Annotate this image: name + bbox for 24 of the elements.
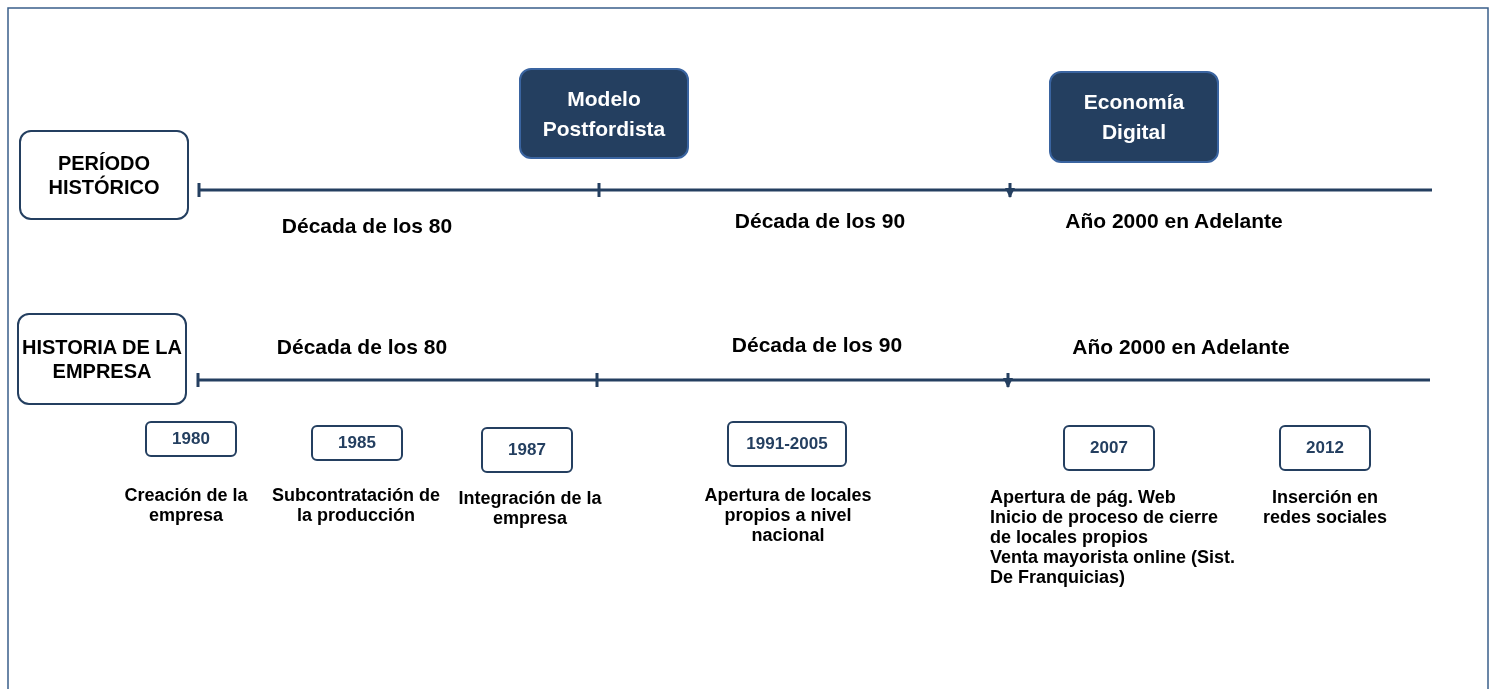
- period-box: Modelo Postfordista: [519, 68, 689, 159]
- year-box: 1980: [145, 421, 237, 457]
- decade-label: Año 2000 en Adelante: [1072, 335, 1290, 359]
- period-box: Economía Digital: [1049, 71, 1219, 163]
- decade-label: Década de los 90: [731, 333, 903, 357]
- row-title-box: HISTORIA DE LA EMPRESA: [17, 313, 187, 405]
- row-title-box: PERÍODO HISTÓRICO: [19, 130, 189, 220]
- year-box: 2012: [1279, 425, 1371, 471]
- event-description: Apertura de locales propios a nivel nacional: [703, 485, 873, 545]
- year-box: 1991-2005: [727, 421, 847, 467]
- year-box: 2007: [1063, 425, 1155, 471]
- event-description: Subcontratación de la producción: [271, 485, 441, 525]
- decade-label: Década de los 80: [281, 214, 453, 238]
- event-description: Apertura de pág. Web: [990, 487, 1177, 507]
- event-description: Creación de la empresa: [123, 485, 249, 525]
- event-description: Inicio de proceso de cierre de locales propios: [990, 507, 1220, 547]
- event-description: Integración de la empresa: [457, 488, 603, 528]
- decade-label: Década de los 80: [276, 335, 448, 359]
- decade-label: Década de los 90: [734, 209, 906, 233]
- year-box: 1985: [311, 425, 403, 461]
- year-box: 1987: [481, 427, 573, 473]
- event-description: Inserción en redes sociales: [1261, 487, 1389, 527]
- decade-label: Año 2000 en Adelante: [1065, 209, 1283, 233]
- event-description: Venta mayorista online (Sist. De Franquicias): [990, 547, 1237, 587]
